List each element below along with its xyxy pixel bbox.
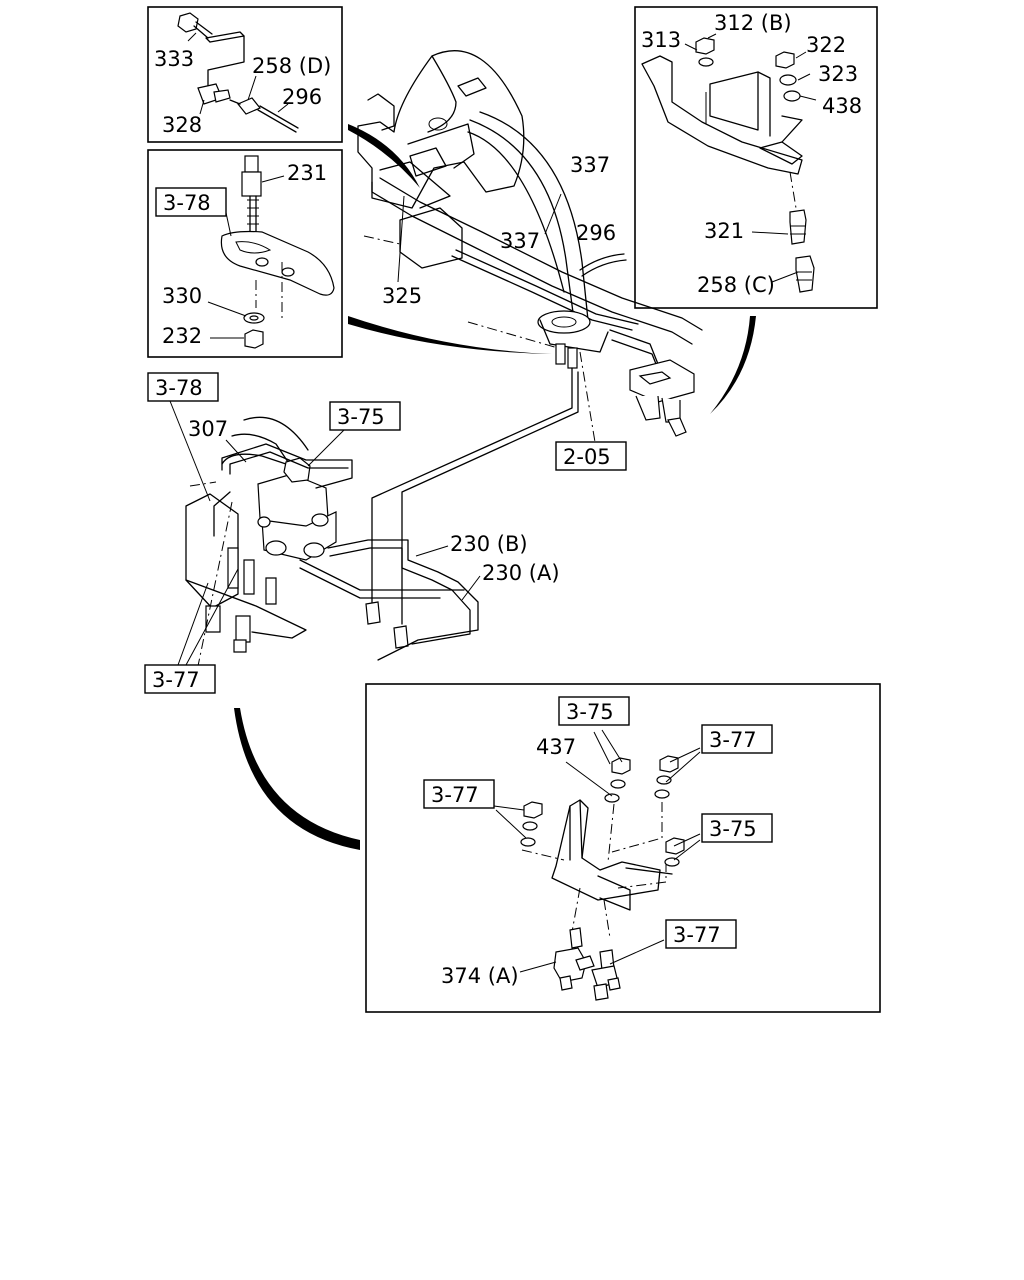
part-label-232: 232 [162,324,202,348]
svg-text:3-75: 3-75 [337,405,385,429]
part-label-438: 438 [822,94,862,118]
part-label-323: 323 [818,62,858,86]
part-label-313: 313 [641,28,681,52]
leader-337 [544,193,562,235]
leader-230b [415,545,449,557]
part-label-337-lower: 337 [500,229,540,253]
svg-text:3-77: 3-77 [709,728,757,752]
svg-text:3-78: 3-78 [163,191,211,215]
part-label-321: 321 [704,219,744,243]
ref-box-3-78-upper[interactable]: 3-78 [155,187,227,217]
part-label-328: 328 [162,113,202,137]
svg-text:2-05: 2-05 [563,445,611,469]
ref-box-3-75-bottom-right[interactable]: 3-75 [701,813,773,843]
part-label-296-upper: 296 [282,85,322,109]
leader-3-77-left [177,568,239,666]
leader-3-75-upper [307,429,345,467]
part-label-337-upper: 337 [570,153,610,177]
detail-box-lower-bracket [365,683,881,1013]
ref-box-3-75-upper[interactable]: 3-75 [329,401,401,431]
ref-box-3-75-bottom-top[interactable]: 3-75 [558,696,630,726]
svg-text:3-78: 3-78 [155,376,203,400]
leader-3-78-lower [169,400,211,502]
svg-text:3-77: 3-77 [152,668,200,692]
part-label-333: 333 [154,47,194,71]
svg-text:3-75: 3-75 [566,700,614,724]
ref-box-3-78-lower[interactable]: 3-78 [147,372,219,402]
detail-box-bracket-sensor [147,6,343,143]
leader-325 [397,195,405,283]
valve-assembly [185,416,479,667]
ref-box-3-77-left[interactable]: 3-77 [144,664,216,694]
detail-box-stud-plate [147,149,343,358]
detail-box-bracket-fittings [634,6,878,309]
ref-box-3-77-bottom-lower[interactable]: 3-77 [665,919,737,949]
part-label-322: 322 [806,33,846,57]
part-label-437: 437 [536,735,576,759]
part-label-307: 307 [188,417,228,441]
part-label-296-lower: 296 [576,221,616,245]
part-label-330: 330 [162,284,202,308]
part-label-258d: 258 (D) [252,54,331,78]
leader-307 [225,439,247,463]
part-label-374a: 374 (A) [441,964,519,988]
part-label-258c: 258 (C) [697,273,775,297]
part-label-230b: 230 (B) [450,532,528,556]
ref-box-3-77-bottom-left[interactable]: 3-77 [423,779,495,809]
callout-arcs [234,124,756,850]
ref-box-2-05[interactable]: 2-05 [555,441,627,471]
ref-box-3-77-bottom-right-top[interactable]: 3-77 [701,724,773,754]
part-label-325: 325 [382,284,422,308]
svg-text:3-77: 3-77 [431,783,479,807]
svg-text:3-75: 3-75 [709,817,757,841]
leader-230a [461,575,481,601]
part-label-312b: 312 (B) [714,11,792,35]
part-label-231: 231 [287,161,327,185]
svg-text:3-77: 3-77 [673,923,721,947]
part-label-230a: 230 (A) [482,561,560,585]
